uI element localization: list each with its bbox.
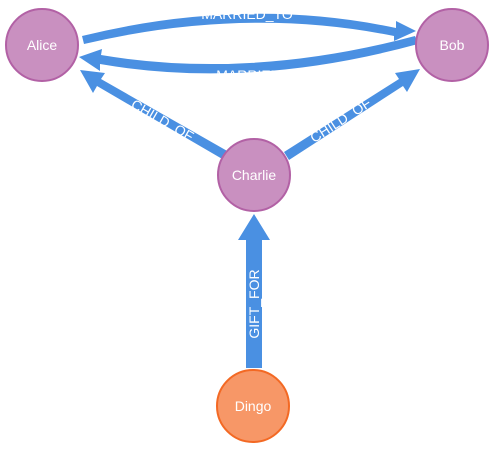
- rel-charlie-child-of-alice[interactable]: CHILD_OF: [80, 70, 229, 160]
- node-outline: [216, 369, 290, 443]
- rel-label: MARRIED_TO: [201, 6, 293, 22]
- node-dingo[interactable]: Dingo: [216, 369, 290, 443]
- rel-shaft: [82, 13, 416, 44]
- node-bob[interactable]: Bob: [415, 8, 489, 82]
- node-label: Dingo: [235, 398, 272, 414]
- node-alice[interactable]: Alice: [5, 8, 79, 82]
- node-circle: [217, 370, 289, 442]
- rel-bob-married-to-alice[interactable]: MARRIED_TO: [79, 36, 418, 83]
- rel-label: CHILD_OF: [307, 95, 374, 146]
- node-outline: [217, 138, 291, 212]
- rel-label: CHILD_OF: [129, 96, 197, 144]
- node-outline: [5, 8, 79, 82]
- node-label: Alice: [27, 37, 58, 53]
- node-circle: [416, 9, 488, 81]
- node-label: Bob: [440, 37, 465, 53]
- rel-shaft: [79, 36, 418, 74]
- rel-label: GIFT_FOR: [246, 269, 262, 338]
- rel-label: MARRIED_TO: [216, 67, 308, 83]
- rel-shaft: [238, 214, 270, 368]
- node-label: Charlie: [232, 167, 277, 183]
- rel-alice-married-to-bob[interactable]: MARRIED_TO: [82, 6, 416, 44]
- node-charlie[interactable]: Charlie: [217, 138, 291, 212]
- node-circle: [218, 139, 290, 211]
- node-circle: [6, 9, 78, 81]
- node-outline: [415, 8, 489, 82]
- rel-dingo-gift-for-charlie[interactable]: GIFT_FOR: [238, 214, 270, 368]
- rel-shaft: [80, 70, 229, 160]
- rel-shaft: [284, 69, 420, 160]
